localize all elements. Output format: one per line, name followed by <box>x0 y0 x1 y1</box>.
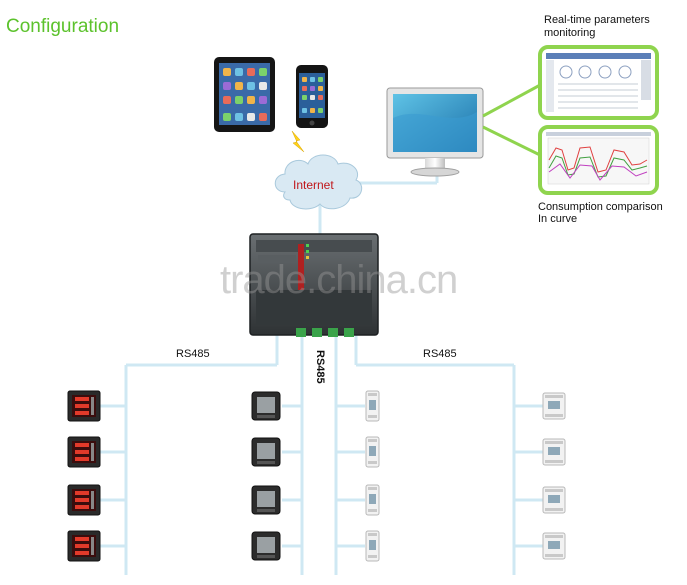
panel-meter-grey-display-icon <box>251 437 281 467</box>
watermark: trade.china.cn <box>220 258 458 302</box>
consumption-label-line1: Consumption comparison <box>538 201 663 213</box>
cloud-icon <box>274 154 363 210</box>
din-rail-meter-wide-icon <box>542 438 566 466</box>
din-rail-meter-narrow-icon <box>365 436 380 468</box>
bus-label-right: RS485 <box>423 348 457 360</box>
monitor-icon <box>386 87 484 177</box>
realtime-label-line2: monitoring <box>544 27 596 39</box>
bus-label-center: RS485 <box>314 350 326 384</box>
branch-stubs <box>100 404 543 548</box>
din-rail-meter-wide-icon <box>542 392 566 420</box>
rs485-bus-lines <box>124 172 516 575</box>
din-rail-meter-wide-icon <box>542 532 566 560</box>
phone-icon <box>296 65 328 128</box>
panel-meter-red-display-icon <box>67 484 101 516</box>
tablet-icon <box>214 57 275 132</box>
consumption-curve-screenshot <box>538 125 659 195</box>
din-rail-meter-narrow-icon <box>365 484 380 516</box>
panel-meter-grey-display-icon <box>251 485 281 515</box>
bus-label-left: RS485 <box>176 348 210 360</box>
panel-meter-grey-display-icon <box>251 531 281 561</box>
consumption-label-line2: In curve <box>538 213 578 225</box>
panel-meter-red-display-icon <box>67 530 101 562</box>
din-rail-meter-narrow-icon <box>365 390 380 422</box>
internet-label: Internet <box>293 178 334 192</box>
screenshot-connectors <box>482 82 543 158</box>
panel-meter-red-display-icon <box>67 436 101 468</box>
panel-meter-grey-display-icon <box>251 391 281 421</box>
gateway-device <box>249 233 379 337</box>
panel-meter-red-display-icon <box>67 390 101 422</box>
din-rail-meter-wide-icon <box>542 486 566 514</box>
din-rail-meter-narrow-icon <box>365 530 380 562</box>
realtime-monitoring-screenshot <box>538 45 659 120</box>
realtime-label-line1: Real-time parameters <box>544 14 650 26</box>
wireless-bolt-icon <box>291 130 305 153</box>
page-title: Configuration <box>6 16 120 37</box>
meter-group <box>67 390 566 562</box>
